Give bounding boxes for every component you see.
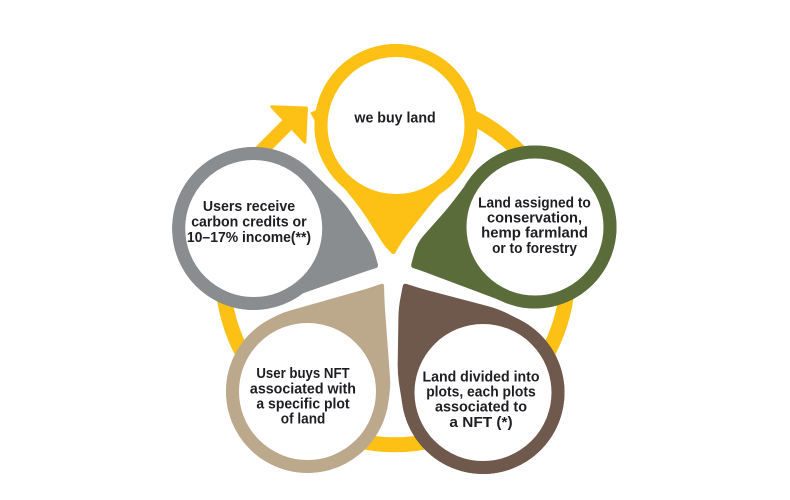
- svg-text:or to forestry: or to forestry: [492, 240, 577, 257]
- svg-text:we buy land: we buy land: [353, 109, 435, 126]
- svg-text:a NFT (*): a NFT (*): [449, 414, 512, 431]
- svg-text:Land divided into: Land divided into: [423, 369, 540, 386]
- svg-text:conservation,: conservation,: [487, 210, 582, 227]
- svg-text:User buys NFT: User buys NFT: [256, 365, 349, 382]
- svg-text:a specific plot: a specific plot: [256, 395, 349, 412]
- svg-text:Land assigned to: Land assigned to: [478, 195, 591, 212]
- svg-text:10–17% income(**): 10–17% income(**): [187, 229, 311, 246]
- svg-text:Users receive: Users receive: [203, 198, 295, 215]
- svg-text:of land: of land: [281, 410, 326, 427]
- svg-text:carbon credits or: carbon credits or: [191, 213, 307, 230]
- svg-text:associated with: associated with: [250, 381, 356, 398]
- svg-text:plots, each plots: plots, each plots: [426, 384, 536, 401]
- svg-text:associated to: associated to: [435, 399, 527, 416]
- svg-text:hemp farmland: hemp farmland: [481, 225, 588, 242]
